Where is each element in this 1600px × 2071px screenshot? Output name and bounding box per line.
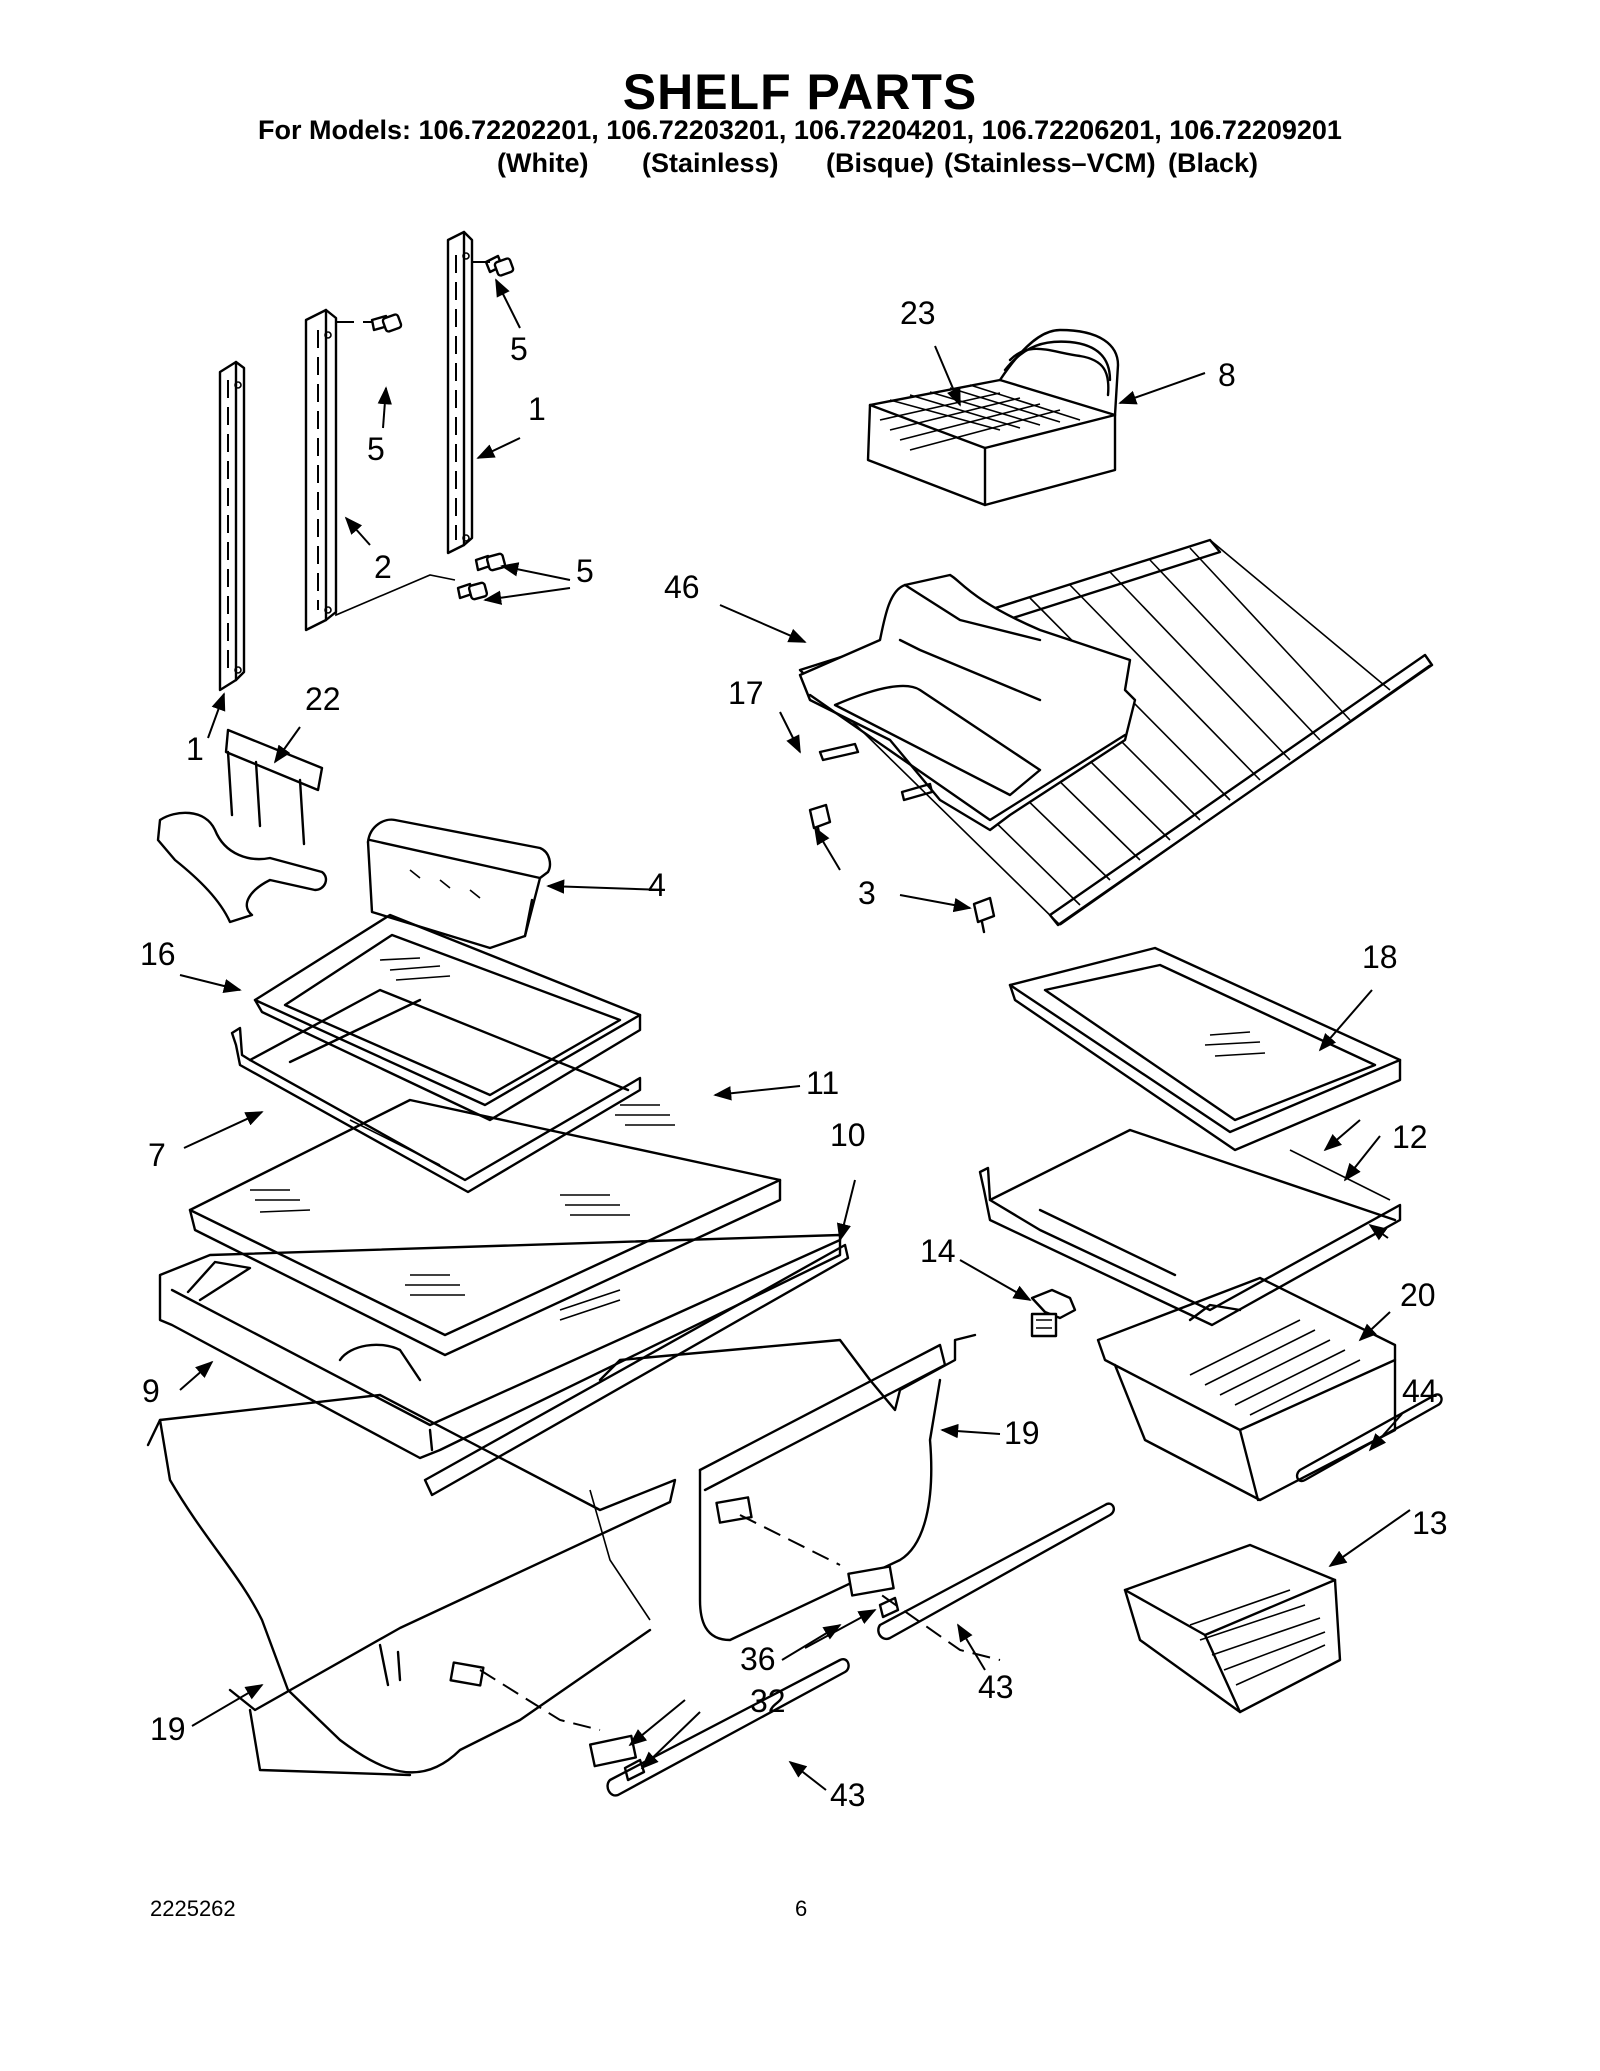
shelf-rail-center <box>304 308 372 632</box>
callout-9: 9 <box>142 1373 160 1409</box>
models-line: For Models: 106.72202201, 106.72203201, … <box>258 115 1342 145</box>
glass-shelf-16 <box>253 913 642 1122</box>
pins-3 <box>808 803 996 934</box>
callout-32: 32 <box>750 1683 786 1719</box>
callout-5: 5 <box>367 431 385 467</box>
callout-18: 18 <box>1362 939 1398 975</box>
callout-2: 2 <box>374 549 392 585</box>
callout-22: 22 <box>305 681 341 717</box>
callout-labels: 5 5 1 2 5 1 22 4 16 7 11 10 9 19 19 36 3… <box>140 295 1448 1813</box>
shelf-frame-7 <box>230 988 642 1194</box>
bin-holder <box>156 728 328 924</box>
page-number: 6 <box>795 1896 808 1921</box>
callout-10: 10 <box>830 1117 866 1153</box>
deli-drawer <box>798 573 1137 832</box>
callout-7: 7 <box>148 1137 166 1173</box>
callout-11: 11 <box>806 1065 839 1101</box>
clip-14 <box>1030 1288 1077 1338</box>
callout-4: 4 <box>648 867 666 903</box>
callout-23: 23 <box>900 295 936 331</box>
finish-bisque: (Bisque) <box>826 148 934 178</box>
glass-shelf-11 <box>188 1098 782 1357</box>
leader-lines <box>179 278 1411 1791</box>
callout-46: 46 <box>664 569 700 605</box>
shelf-frame-12 <box>978 1128 1402 1327</box>
crisper-drawer-right <box>598 1333 1001 1661</box>
callout-16: 16 <box>140 936 176 972</box>
shelf-rail-left <box>218 360 246 692</box>
finish-white: (White) <box>497 148 589 178</box>
page-title: SHELF PARTS <box>622 64 978 120</box>
trim-strips <box>606 1393 1443 1797</box>
callout-8: 8 <box>1218 357 1236 393</box>
callout-43: 43 <box>830 1777 866 1813</box>
finish-stainless-vcm: (Stainless–VCM) <box>944 148 1156 178</box>
callout-36: 36 <box>740 1641 776 1677</box>
meat-drawer <box>1096 1276 1397 1502</box>
callout-5: 5 <box>510 331 528 367</box>
callout-19: 19 <box>1004 1415 1040 1451</box>
drawer-slides-clips <box>588 1565 900 1782</box>
doc-number: 2225262 <box>150 1896 236 1921</box>
callout-3: 3 <box>858 875 876 911</box>
callout-14: 14 <box>920 1233 956 1269</box>
callout-13: 13 <box>1412 1505 1448 1541</box>
glass-shelf-18 <box>1008 946 1402 1152</box>
callout-1: 1 <box>528 391 546 427</box>
finish-black: (Black) <box>1168 148 1259 178</box>
shelf-rail-right <box>446 230 494 555</box>
door-bin <box>366 818 552 950</box>
screws <box>335 254 515 617</box>
callout-1: 1 <box>186 731 204 767</box>
callout-12: 12 <box>1392 1119 1428 1155</box>
crisper-drawer-left <box>146 1393 677 1777</box>
pan-13 <box>1123 1543 1342 1714</box>
callout-5: 5 <box>576 553 594 589</box>
callout-20: 20 <box>1400 1277 1436 1313</box>
callout-44: 44 <box>1402 1373 1438 1409</box>
callout-19: 19 <box>150 1711 186 1747</box>
crisper-cover-frame <box>158 1233 842 1460</box>
finish-stainless: (Stainless) <box>642 148 779 178</box>
deli-slides <box>818 742 934 802</box>
callout-17: 17 <box>728 675 764 711</box>
cover-front-bar <box>423 1243 850 1497</box>
callout-43: 43 <box>978 1669 1014 1705</box>
wire-basket <box>866 328 1120 507</box>
